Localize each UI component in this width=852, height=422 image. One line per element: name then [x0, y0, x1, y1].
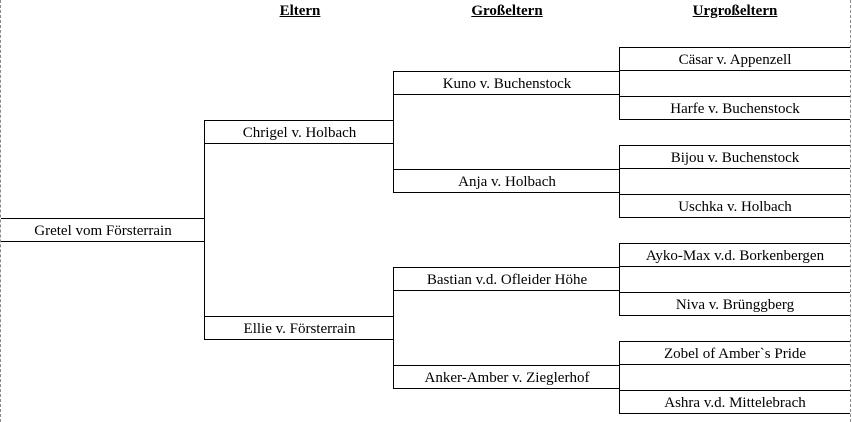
connector-gp1	[619, 47, 620, 120]
great-grandparent-5: Ayko-Max v.d. Borkenbergen	[620, 243, 850, 267]
connector-gp3	[619, 243, 620, 316]
great-grandparent-6: Niva v. Brünggberg	[620, 292, 850, 316]
grandparent-4: Anker-Amber v. Zieglerhof	[394, 365, 620, 389]
connector-gp2	[619, 145, 620, 218]
connector-sire-grandparents	[393, 71, 394, 193]
grandparent-1: Kuno v. Buchenstock	[394, 71, 620, 95]
right-border	[850, 0, 851, 422]
grandparent-2: Anja v. Holbach	[394, 169, 620, 193]
subject-name: Gretel vom Försterrain	[1, 218, 205, 242]
parent-dam: Ellie v. Försterrain	[205, 316, 394, 340]
great-grandparent-2: Harfe v. Buchenstock	[620, 96, 850, 120]
great-grandparent-4: Uschka v. Holbach	[620, 194, 850, 218]
parent-sire: Chrigel v. Holbach	[205, 120, 394, 144]
connector-dam-grandparents	[393, 267, 394, 389]
great-grandparent-8: Ashra v.d. Mittelebrach	[620, 390, 850, 414]
connector-subject-parents	[204, 120, 205, 340]
header-grandparents: Großeltern	[471, 3, 543, 19]
great-grandparent-7: Zobel of Amber`s Pride	[620, 341, 850, 365]
grandparent-3: Bastian v.d. Ofleider Höhe	[394, 267, 620, 291]
left-border	[0, 0, 1, 422]
header-great-grandparents: Urgroßeltern	[692, 3, 778, 19]
header-parents: Eltern	[279, 3, 321, 19]
great-grandparent-1: Cäsar v. Appenzell	[620, 47, 850, 71]
great-grandparent-3: Bijou v. Buchenstock	[620, 145, 850, 169]
connector-gp4	[619, 341, 620, 414]
